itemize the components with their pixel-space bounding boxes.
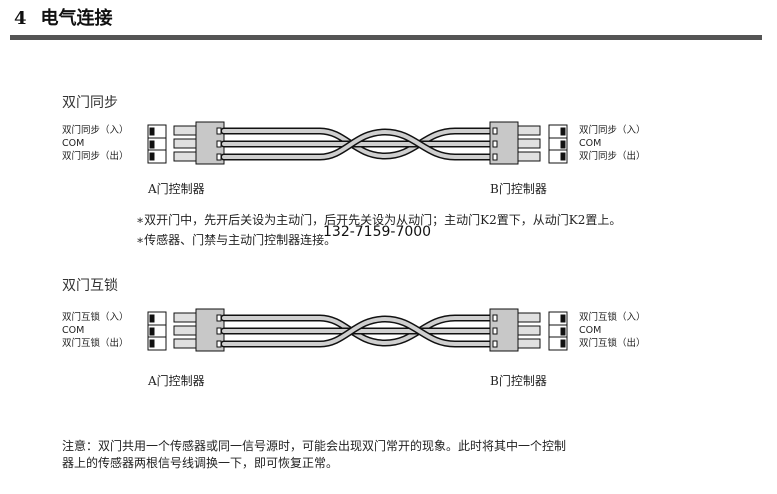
- interlock-left-pin-in: 双门互锁（入）: [62, 312, 129, 323]
- sync-title: 双门同步: [62, 95, 118, 111]
- heading-rule: [10, 35, 762, 40]
- sync-controller-a-label: A门控制器: [148, 182, 205, 196]
- sync-right-pin-in: 双门同步（入）: [579, 125, 646, 136]
- section-number: 4: [14, 8, 27, 29]
- sync-right-terminal-block: [548, 124, 568, 164]
- section-title-main: 电气连接: [40, 8, 113, 29]
- sync-right-pin-com: COM: [579, 138, 602, 149]
- interlock-cable-bundle: [220, 314, 496, 348]
- interlock-right-pin-out: 双门互锁（出）: [579, 338, 646, 349]
- note-sensor-connection: ∗传感器、门禁与主动门控制器连接。: [136, 233, 337, 247]
- interlock-controller-a-label: A门控制器: [148, 374, 205, 388]
- interlock-left-terminal-block: [147, 311, 167, 351]
- footer-note-line-1: 注意：双门共用一个传感器或同一信号源时，可能会出现双门常开的现象。此时将其中一个…: [62, 439, 567, 453]
- sync-wiring-diagram: [147, 121, 568, 165]
- section-heading: 4 电气连接: [14, 4, 113, 30]
- sync-controller-b-label: B门控制器: [490, 182, 547, 196]
- interlock-right-connector: [489, 308, 541, 352]
- sync-left-pin-in: 双门同步（入）: [62, 125, 129, 136]
- phone-watermark: 132-7159-7000: [323, 224, 432, 240]
- sync-right-pin-out: 双门同步（出）: [579, 151, 646, 162]
- sync-left-pin-com: COM: [62, 138, 85, 149]
- sync-cable-bundle: [220, 127, 496, 161]
- sync-right-connector: [489, 121, 541, 165]
- interlock-wiring-diagram: [147, 308, 568, 352]
- sync-left-terminal-block: [147, 124, 167, 164]
- interlock-left-pin-out: 双门互锁（出）: [62, 338, 129, 349]
- interlock-right-pin-in: 双门互锁（入）: [579, 312, 646, 323]
- interlock-right-terminal-block: [548, 311, 568, 351]
- interlock-left-connector: [173, 308, 225, 352]
- note-master-slave: ∗双开门中，先开后关设为主动门，后开先关设为从动门；主动门K2置下，从动门K2置…: [136, 213, 622, 227]
- interlock-left-pin-com: COM: [62, 325, 85, 336]
- interlock-controller-b-label: B门控制器: [490, 374, 547, 388]
- interlock-right-pin-com: COM: [579, 325, 602, 336]
- interlock-title: 双门互锁: [62, 278, 118, 294]
- footer-note-line-2: 器上的传感器两根信号线调换一下，即可恢复正常。: [62, 456, 339, 470]
- sync-left-pin-out: 双门同步（出）: [62, 151, 129, 162]
- sync-left-connector: [173, 121, 225, 165]
